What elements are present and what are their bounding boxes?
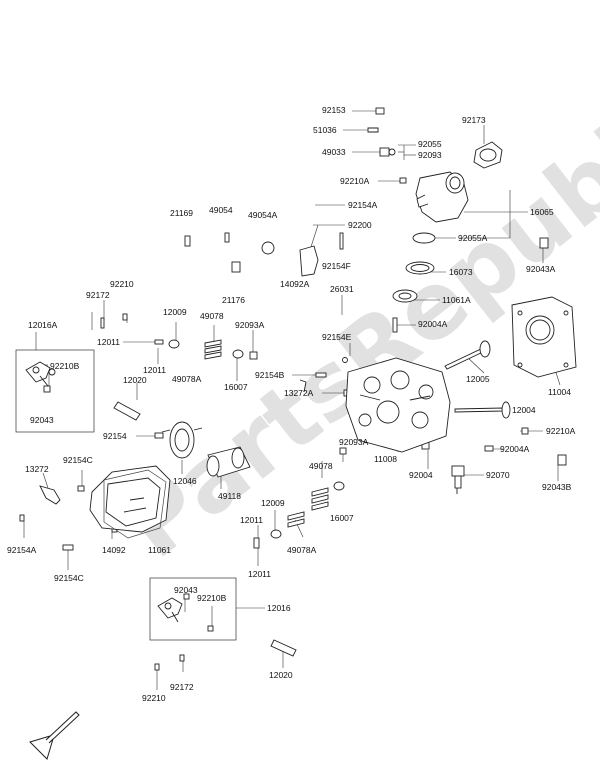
valves [444,340,511,419]
label-21169: 21169 [170,208,194,218]
label-12011b: 12011 [143,365,167,375]
label-21176: 21176 [222,295,246,305]
label-12011-top: 12011 [97,337,121,347]
label-92210B-top: 92210B [50,361,80,371]
label-49054: 49054 [209,205,233,215]
label-92153: 92153 [322,105,346,115]
label-92004A-mid: 92004A [500,444,530,454]
label-12020-top: 12020 [123,375,147,385]
label-92070: 92070 [486,470,510,480]
label-92210-top: 92210 [110,279,134,289]
label-12005: 12005 [466,374,490,384]
label-92004A-top: 92004A [418,319,448,329]
springs [168,339,345,539]
label-92154C-b: 92154C [54,573,84,583]
label-92043A: 92043A [526,264,556,274]
label-49078A-top: 49078A [172,374,202,384]
label-92055A: 92055A [458,233,488,243]
label-92154: 92154 [103,431,127,441]
label-13272: 13272 [25,464,49,474]
label-92154A-top: 92154A [348,200,378,210]
group-box-12016 [149,577,237,641]
label-92210B-bot: 92210B [197,593,227,603]
rocker-arm-12016A [25,361,56,387]
label-49118: 49118 [218,491,242,501]
label-92093A-mid: 92093A [339,437,369,447]
label-92043B: 92043B [542,482,572,492]
label-12016A: 12016A [28,320,58,330]
leader-lines [23,110,561,690]
label-92154F: 92154F [322,261,351,271]
label-92004: 92004 [409,470,433,480]
head-cover-gasket [103,469,167,539]
group-box-12016A [15,349,95,433]
label-92154E: 92154E [322,332,352,342]
label-92200: 92200 [348,220,372,230]
small-fasteners [19,107,567,671]
label-92043-bot: 92043 [174,585,198,595]
label-92154B: 92154B [255,370,285,380]
label-26031: 26031 [330,284,354,294]
label-92172-top: 92172 [86,290,110,300]
label-49078-mid: 49078 [309,461,333,471]
intake-manifold [261,141,503,303]
label-12011-mid: 12011 [240,515,264,525]
label-49033: 49033 [322,147,346,157]
label-92173: 92173 [462,115,486,125]
label-92055: 92055 [418,139,442,149]
label-16007-mid: 16007 [330,513,354,523]
head-gasket [511,296,577,378]
label-12016: 12016 [267,603,291,613]
label-16065: 16065 [530,207,554,217]
label-49054A: 49054A [248,210,278,220]
label-49078-top: 49078 [200,311,224,321]
label-92154C-a: 92154C [63,455,93,465]
label-14092: 14092 [102,545,126,555]
label-51036: 51036 [313,125,337,135]
label-11004: 11004 [548,387,572,397]
label-92172-bot: 92172 [170,682,194,692]
label-12046: 12046 [173,476,197,486]
label-92043-top: 92043 [30,415,54,425]
brackets [39,379,307,505]
label-49078A-mid: 49078A [287,545,317,555]
cam-sprocket [161,421,203,459]
front-arrow [29,711,80,760]
label-92093: 92093 [418,150,442,160]
label-12009-mid: 12009 [261,498,285,508]
label-92210A-top: 92210A [340,176,370,186]
head-cover [89,465,171,533]
label-13272A: 13272A [284,388,314,398]
label-92210-bot: 92210 [142,693,166,703]
rocker-arm-12016 [157,597,183,623]
rocker-shafts [113,401,297,657]
label-11008: 11008 [374,454,398,464]
cylinder-head [345,357,451,453]
label-11061: 11061 [148,545,172,555]
label-92210A-right: 92210A [546,426,576,436]
label-16073: 16073 [449,267,473,277]
label-11061A: 11061A [442,295,471,305]
label-12011-low: 12011 [248,569,272,579]
label-16007-top: 16007 [224,382,248,392]
label-92154A-left: 92154A [7,545,37,555]
label-14092A: 14092A [280,279,310,289]
label-12009-top: 12009 [163,307,187,317]
spark-plug [451,465,465,494]
label-12004: 12004 [512,405,536,415]
label-92093A-top: 92093A [235,320,265,330]
label-12020-bot: 12020 [269,670,293,680]
camshaft [206,446,251,478]
